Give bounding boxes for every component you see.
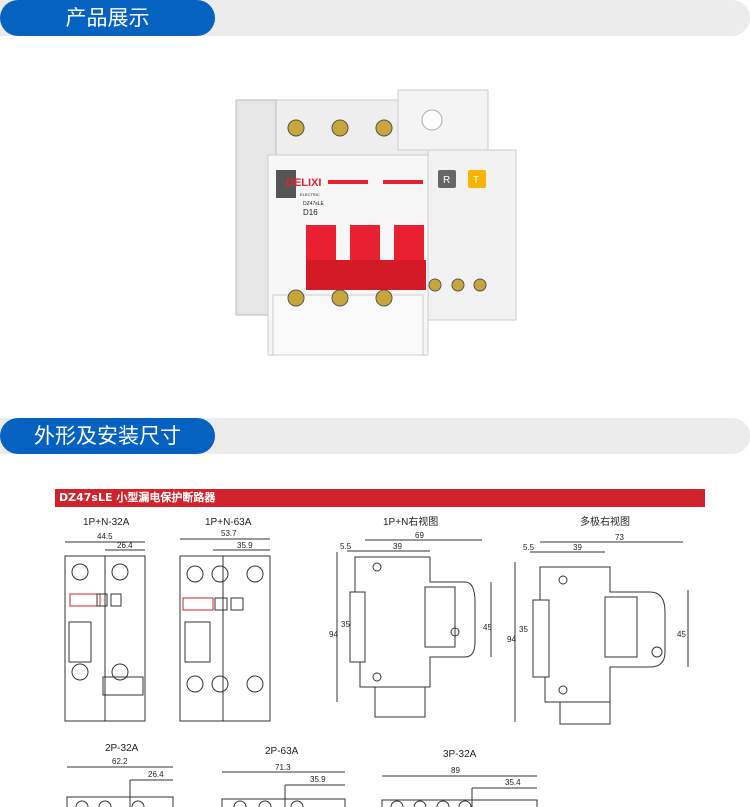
dim-width: 71.3 xyxy=(275,763,291,772)
drawing-banner: DZ47sLE 小型漏电保护断路器 xyxy=(55,489,705,507)
rating-label: D16 xyxy=(303,208,318,217)
dim-h2: 45 xyxy=(677,630,686,639)
dim-offset: 5.5 xyxy=(340,542,352,551)
dim-sub: 35.9 xyxy=(310,775,326,784)
dim-width: 53.7 xyxy=(221,529,237,538)
dim-height: 94 xyxy=(329,630,338,639)
view-title: 2P-63A xyxy=(265,746,299,757)
side-view-1pn: 1P+N右视图 69 5.5 39 94 35 45 xyxy=(329,515,492,718)
view-title: 1P+N-63A xyxy=(205,517,252,528)
test-button: T xyxy=(473,175,479,186)
dim-sub: 26.4 xyxy=(117,541,133,550)
dim-sub: 26.4 xyxy=(148,770,164,779)
dim-depth: 73 xyxy=(615,533,624,542)
dim-h2: 45 xyxy=(483,623,492,632)
front-view-1pn-63a: 1P+N-63A 53.7 35.9 xyxy=(179,517,271,722)
view-title: 1P+N右视图 xyxy=(383,515,438,528)
reset-button: R xyxy=(443,175,450,186)
dim-rail: 35 xyxy=(519,625,528,634)
dim-width: 62.2 xyxy=(112,757,128,766)
view-title: 1P+N-32A xyxy=(83,517,130,528)
brand-sub: ELECTRIC xyxy=(300,192,320,197)
dim-sub: 35.4 xyxy=(505,778,521,787)
side-view-multipole: 多极右视图 73 5.5 39 94 35 45 xyxy=(507,515,689,725)
view-title: 2P-32A xyxy=(105,743,139,754)
dim-height: 94 xyxy=(507,635,516,644)
section-header-dimensions: 外形及安装尺寸 xyxy=(0,418,750,454)
brand-logo: DELIXI xyxy=(286,177,321,189)
front-view-3p-32a: 3P-32A 89 35.4 xyxy=(381,749,538,807)
section-title: 外形及安装尺寸 xyxy=(0,418,215,454)
dim-rail: 35 xyxy=(341,620,350,629)
dim-sub: 35.9 xyxy=(237,541,253,550)
front-view-1pn-32a: 1P+N-32A 44.5 26.4 xyxy=(64,517,146,722)
view-title: 多极右视图 xyxy=(580,515,630,528)
dim-front: 39 xyxy=(393,542,402,551)
dim-width: 89 xyxy=(451,766,460,775)
model-label: DZ47sLE xyxy=(303,201,325,207)
view-title: 3P-32A xyxy=(443,749,477,760)
front-view-2p-32a: 2P-32A 62.2 26.4 xyxy=(66,743,174,807)
front-view-2p-63a: 2P-63A 71.3 35.9 xyxy=(221,746,346,807)
dim-offset: 5.5 xyxy=(523,543,535,552)
section-title: 产品展示 xyxy=(0,0,215,36)
section-header-product: 产品展示 xyxy=(0,0,750,36)
dim-depth: 69 xyxy=(415,531,424,540)
dim-front: 39 xyxy=(573,543,582,552)
dim-width: 44.5 xyxy=(97,532,113,541)
product-image: DELIXI ELECTRIC DZ47sLE D16 R T xyxy=(235,89,517,356)
